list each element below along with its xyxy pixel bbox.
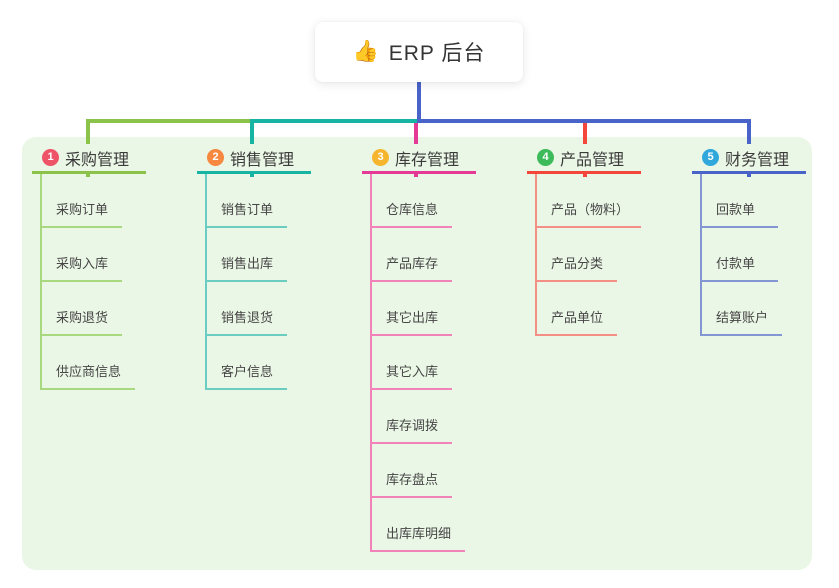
number-1-badge-icon: 1: [42, 149, 59, 166]
child-row: 产品库存: [362, 228, 476, 282]
child-node[interactable]: 供应商信息: [40, 364, 136, 390]
child-node[interactable]: 出库库明细: [370, 526, 466, 552]
branch-header-node[interactable]: 5 财务管理: [692, 144, 806, 174]
branch-children: 仓库信息 产品库存 其它出库 其它入库 库存调拨 库存盘点 出库库明细: [362, 174, 476, 552]
child-row: 产品单位: [527, 282, 641, 336]
child-node[interactable]: 产品单位: [535, 310, 618, 336]
thumbs-up-icon: 👍: [352, 40, 380, 63]
child-row: 回款单: [692, 174, 806, 228]
branch-children: 销售订单 销售出库 销售退货 客户信息: [197, 174, 311, 390]
branch-purchase-management: 1 采购管理 采购订单 采购入库 采购退货 供应商信息: [32, 144, 146, 390]
child-node[interactable]: 销售退货: [205, 310, 288, 336]
connector-bus-right: [417, 119, 751, 123]
child-node[interactable]: 采购订单: [40, 202, 123, 228]
child-node[interactable]: 其它出库: [370, 310, 453, 336]
number-2-badge-icon: 2: [207, 149, 224, 166]
branch-children: 产品（物料） 产品分类 产品单位: [527, 174, 641, 336]
branch-label: 产品管理: [560, 151, 625, 169]
branch-header-node[interactable]: 3 库存管理: [362, 144, 476, 174]
branch-children: 采购订单 采购入库 采购退货 供应商信息: [32, 174, 146, 390]
child-node[interactable]: 销售订单: [205, 202, 288, 228]
root-node-label: ERP 后台: [388, 42, 486, 65]
children-spine-line: [535, 174, 537, 335]
child-node[interactable]: 库存盘点: [370, 472, 453, 498]
root-node[interactable]: 👍 ERP 后台: [315, 22, 523, 82]
children-spine-line: [40, 174, 42, 390]
branch-label: 采购管理: [65, 151, 130, 169]
child-row: 采购订单: [32, 174, 146, 228]
child-node[interactable]: 销售出库: [205, 256, 288, 282]
child-row: 结算账户: [692, 282, 806, 336]
number-5-badge-icon: 5: [702, 149, 719, 166]
child-row: 其它入库: [362, 336, 476, 390]
child-row: 供应商信息: [32, 336, 146, 390]
children-spine-line: [205, 174, 207, 390]
number-3-badge-icon: 3: [372, 149, 389, 166]
branch-children: 回款单 付款单 结算账户: [692, 174, 806, 336]
child-node[interactable]: 其它入库: [370, 364, 453, 390]
branch-sales-management: 2 销售管理 销售订单 销售出库 销售退货 客户信息: [197, 144, 311, 390]
branch-label: 财务管理: [725, 151, 790, 169]
root-connector-line: [417, 82, 421, 123]
child-row: 付款单: [692, 228, 806, 282]
child-node[interactable]: 采购入库: [40, 256, 123, 282]
child-row: 出库库明细: [362, 498, 476, 552]
child-node[interactable]: 库存调拨: [370, 418, 453, 444]
child-node[interactable]: 客户信息: [205, 364, 288, 390]
child-node[interactable]: 仓库信息: [370, 202, 453, 228]
child-node[interactable]: 付款单: [700, 256, 778, 282]
child-row: 其它出库: [362, 282, 476, 336]
child-node[interactable]: 回款单: [700, 202, 778, 228]
branch-header-node[interactable]: 2 销售管理: [197, 144, 311, 174]
child-row: 销售退货: [197, 282, 311, 336]
child-row: 产品（物料）: [527, 174, 641, 228]
child-row: 客户信息: [197, 336, 311, 390]
child-node[interactable]: 产品库存: [370, 256, 453, 282]
branch-label: 销售管理: [230, 151, 295, 169]
child-row: 产品分类: [527, 228, 641, 282]
child-row: 库存调拨: [362, 390, 476, 444]
child-row: 销售出库: [197, 228, 311, 282]
connector-bus-middle: [250, 119, 421, 123]
branch-header-node[interactable]: 1 采购管理: [32, 144, 146, 174]
branch-inventory-management: 3 库存管理 仓库信息 产品库存 其它出库 其它入库 库存调拨 库存盘点 出库库…: [362, 144, 476, 552]
branch-product-management: 4 产品管理 产品（物料） 产品分类 产品单位: [527, 144, 641, 336]
child-row: 库存盘点: [362, 444, 476, 498]
branch-header-node[interactable]: 4 产品管理: [527, 144, 641, 174]
children-spine-line: [370, 174, 372, 552]
children-spine-line: [700, 174, 702, 335]
child-node[interactable]: 采购退货: [40, 310, 123, 336]
child-node[interactable]: 结算账户: [700, 310, 783, 336]
child-node[interactable]: 产品分类: [535, 256, 618, 282]
child-row: 仓库信息: [362, 174, 476, 228]
child-node[interactable]: 产品（物料）: [535, 202, 641, 228]
branch-label: 库存管理: [395, 151, 460, 169]
child-row: 采购入库: [32, 228, 146, 282]
child-row: 采购退货: [32, 282, 146, 336]
branch-finance-management: 5 财务管理 回款单 付款单 结算账户: [692, 144, 806, 336]
child-row: 销售订单: [197, 174, 311, 228]
number-4-badge-icon: 4: [537, 149, 554, 166]
connector-bus-left: [86, 119, 254, 123]
